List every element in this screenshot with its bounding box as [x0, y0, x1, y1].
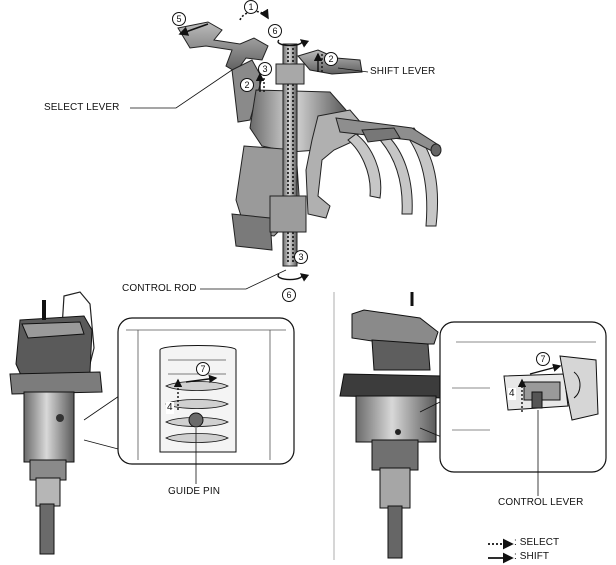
label-guide-pin: GUIDE PIN	[168, 486, 221, 497]
label-control-rod: CONTROL ROD	[122, 283, 197, 294]
legend-shift-label: : SHIFT	[514, 551, 550, 562]
callout-6-top: 6	[268, 24, 282, 38]
bottom-right-assembly	[339, 292, 447, 559]
callout-2-select: 2	[240, 78, 254, 92]
bottom-leaders	[195, 482, 539, 496]
bottom-left-assembly	[9, 291, 123, 555]
callout-7-right: 7	[536, 352, 550, 366]
callout-3-bottom: 3	[294, 250, 308, 264]
label-select-lever: SELECT LEVER	[44, 102, 120, 113]
callout-3-top: 3	[258, 62, 272, 76]
label-control-lever: CONTROL LEVER	[498, 497, 584, 508]
legend-select-label: : SELECT	[514, 537, 560, 548]
callout-4-left: 4	[166, 402, 174, 414]
callout-1: 1	[244, 0, 258, 14]
zoom-inset-left	[117, 317, 295, 482]
zoom-inset-right	[439, 321, 607, 490]
callout-4-right: 4	[508, 388, 516, 400]
callout-2-shift: 2	[324, 52, 338, 66]
callout-7-left: 7	[196, 362, 210, 376]
callout-5: 5	[172, 12, 186, 26]
legend-lines	[488, 538, 514, 564]
top-assembly	[177, 8, 442, 282]
label-shift-lever: SHIFT LEVER	[370, 66, 436, 77]
top-leaders	[130, 67, 369, 290]
callout-6-bottom: 6	[282, 288, 296, 302]
